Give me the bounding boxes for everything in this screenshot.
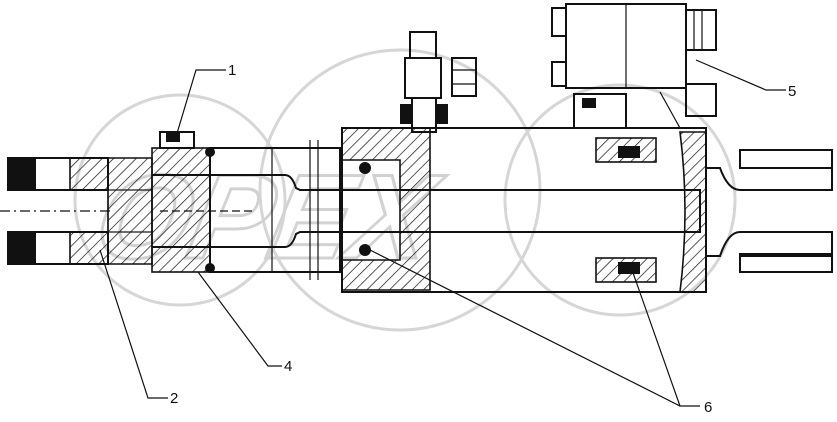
callout-2: 2 bbox=[170, 390, 178, 407]
callout-5: 5 bbox=[788, 83, 796, 100]
callout-4: 4 bbox=[284, 358, 292, 375]
callout-1: 1 bbox=[228, 62, 236, 79]
valve-block bbox=[551, 3, 717, 129]
callout-6: 6 bbox=[704, 399, 712, 416]
callout-leaders bbox=[99, 59, 786, 407]
cylinder-barrel bbox=[341, 127, 707, 293]
top-fittings bbox=[400, 31, 477, 133]
callout-labels: 1 2 4 5 6 bbox=[170, 62, 796, 416]
rear-clevis bbox=[706, 149, 833, 273]
front-head bbox=[151, 131, 215, 273]
